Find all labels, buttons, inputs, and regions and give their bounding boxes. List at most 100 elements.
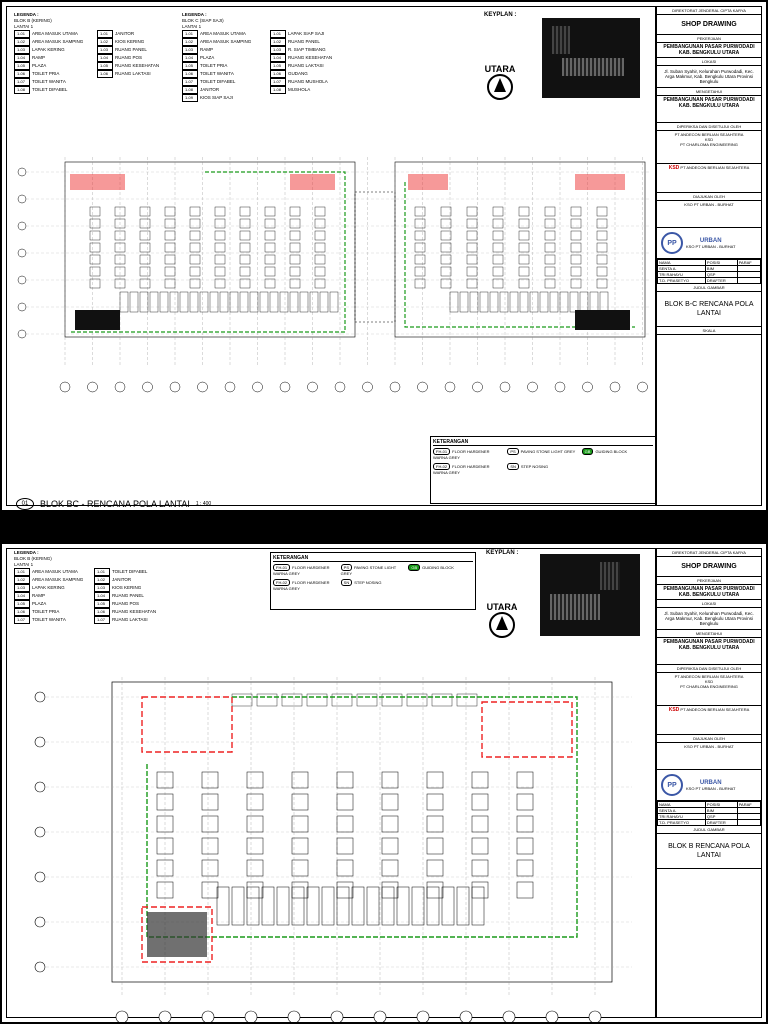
legend-label: RUANG LAKTASI [115, 71, 151, 76]
grid-bubble [34, 961, 46, 973]
kiosk [456, 886, 470, 926]
legend-label: TOILET PRIA [32, 609, 60, 614]
legend-label: TOILET DIFABEL [112, 569, 148, 574]
kiosk [411, 886, 425, 926]
stall [518, 218, 530, 229]
grid-bubble [87, 381, 98, 393]
kiosk [231, 693, 253, 707]
stall [314, 230, 326, 241]
stall [516, 859, 534, 877]
stall [570, 254, 582, 265]
stall [264, 254, 276, 265]
fh-02-icon: FH-02 [273, 579, 291, 586]
stall [466, 230, 478, 241]
grid-bubble [389, 381, 401, 393]
legend-code: 1-01 [94, 568, 110, 576]
kiosk [276, 886, 290, 926]
stall [114, 242, 126, 253]
grid-bubble [197, 381, 208, 393]
legend-code: 1-02 [94, 576, 110, 584]
grid-bubble [115, 1010, 129, 1022]
stall [264, 266, 276, 277]
stall [246, 771, 264, 789]
legend-code: 1-08 [270, 86, 286, 94]
kiosk [229, 291, 239, 313]
grid-bubble [17, 167, 27, 177]
legend-code: 1-03 [14, 46, 30, 54]
kiosk [456, 693, 478, 707]
stall [289, 218, 301, 229]
legend-code: 1-02 [14, 38, 30, 46]
stall [471, 793, 489, 811]
stall [381, 815, 399, 833]
stall [492, 266, 504, 277]
kiosk [306, 886, 320, 926]
stall [214, 230, 226, 241]
stall [239, 206, 251, 217]
grid-bubble [59, 381, 71, 393]
legend-label: AREA MASUK SAMPING [32, 39, 84, 44]
drawing-caption: 01 BLOK BC - RENCANA POLA LANTAI 1 : 400 [16, 498, 211, 510]
fh-02-icon: FH-02 [433, 463, 451, 470]
kiosk [426, 886, 440, 926]
stall [466, 218, 478, 229]
legend-code: 1-05 [94, 600, 110, 608]
kiosk [279, 291, 289, 313]
grid-bubble [502, 1010, 516, 1022]
kiosk [396, 886, 410, 926]
stall [426, 815, 444, 833]
legend-label: RUANG KESEHATAN [288, 55, 333, 60]
grid-bubble [582, 381, 593, 393]
grid-bubble [609, 381, 621, 393]
kiosk [509, 291, 519, 313]
stall [201, 793, 219, 811]
stall [471, 859, 489, 877]
legend-code: 1-04 [97, 54, 113, 62]
stall [440, 218, 452, 229]
kiosk [199, 291, 209, 313]
north-indicator: UTARA [480, 64, 520, 100]
legend-label: KIOS KERING [112, 585, 142, 590]
grid-bubble [373, 1010, 387, 1022]
stall [89, 206, 101, 217]
stall [518, 230, 530, 241]
kiosk [179, 291, 189, 313]
stall [201, 837, 219, 855]
legend-label: TOILET PRIA [200, 63, 228, 68]
kiosk [246, 886, 260, 926]
grid-bubble [114, 381, 126, 393]
legend-label: JANITOR [112, 577, 132, 582]
legend-code: 1-07 [94, 616, 110, 624]
drawing-frame [6, 6, 656, 506]
stall [114, 254, 126, 265]
stall [114, 230, 126, 241]
north-arrow-icon [487, 74, 513, 100]
stall [492, 206, 504, 217]
kiosk [366, 886, 380, 926]
stall [414, 218, 426, 229]
stall [264, 218, 276, 229]
stall [544, 242, 556, 253]
legend-code: 1-06 [270, 70, 286, 78]
stall [471, 815, 489, 833]
stall [336, 793, 354, 811]
kiosk [319, 291, 329, 313]
stall [570, 218, 582, 229]
sn-icon: SN [340, 579, 353, 586]
legend-label: RUANG PANEL [288, 39, 320, 44]
stall [314, 242, 326, 253]
stall [466, 254, 478, 265]
kiosk [489, 291, 499, 313]
stall [89, 278, 101, 289]
stall [440, 254, 452, 265]
grid-bubble [330, 1010, 344, 1022]
